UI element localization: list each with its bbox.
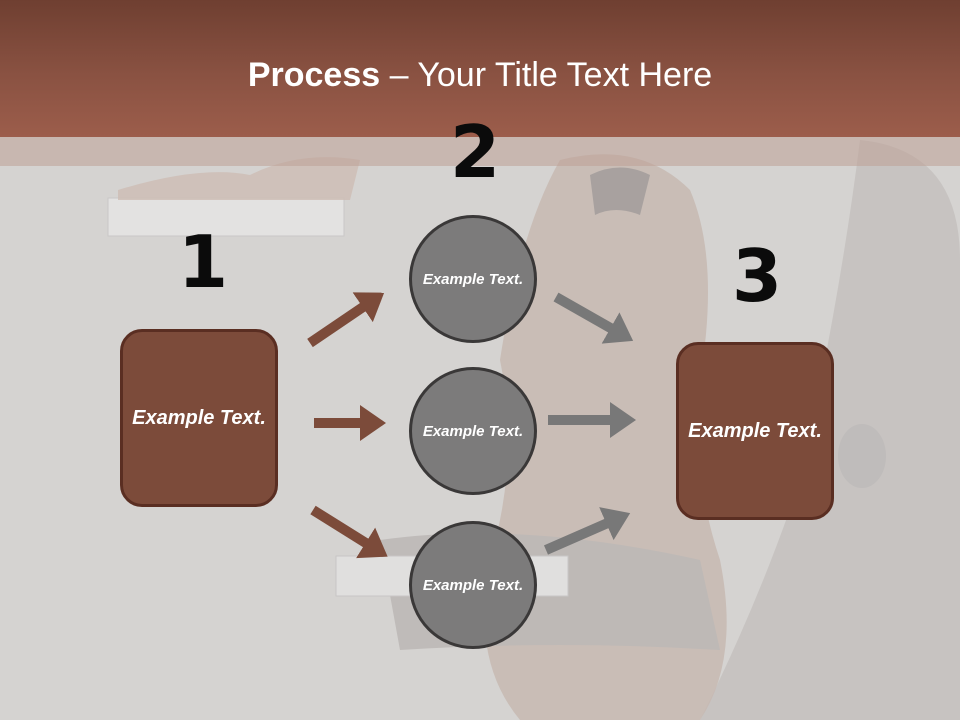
title-bold: Process (247, 56, 381, 94)
circle-middle-text: Example Text. (422, 422, 524, 440)
circle-bottom-text: Example Text. (422, 576, 524, 594)
step-number-3: 3 (732, 234, 783, 318)
step-number-1: 1 (178, 220, 229, 304)
left-box: Example Text. (120, 329, 278, 507)
left-box-text: Example Text. (132, 406, 266, 429)
circle-middle: Example Text. (409, 367, 537, 495)
circle-top: Example Text. (409, 215, 537, 343)
step-number-2: 2 (450, 110, 501, 194)
circle-top-text: Example Text. (422, 270, 524, 288)
right-box-text: Example Text. (688, 419, 822, 442)
arrow-left-up (307, 292, 385, 348)
title-bar (0, 0, 960, 137)
right-box: Example Text. (676, 342, 834, 520)
arrow-right-up (543, 507, 631, 555)
title-bar-band (0, 137, 960, 166)
slide-title: Process – Your Title Text Here (0, 53, 960, 97)
arrow-right-down (553, 292, 634, 344)
circle-bottom: Example Text. (409, 521, 537, 649)
title-rest: – Your Title Text Here (380, 56, 713, 94)
arrow-left-down (310, 505, 388, 559)
